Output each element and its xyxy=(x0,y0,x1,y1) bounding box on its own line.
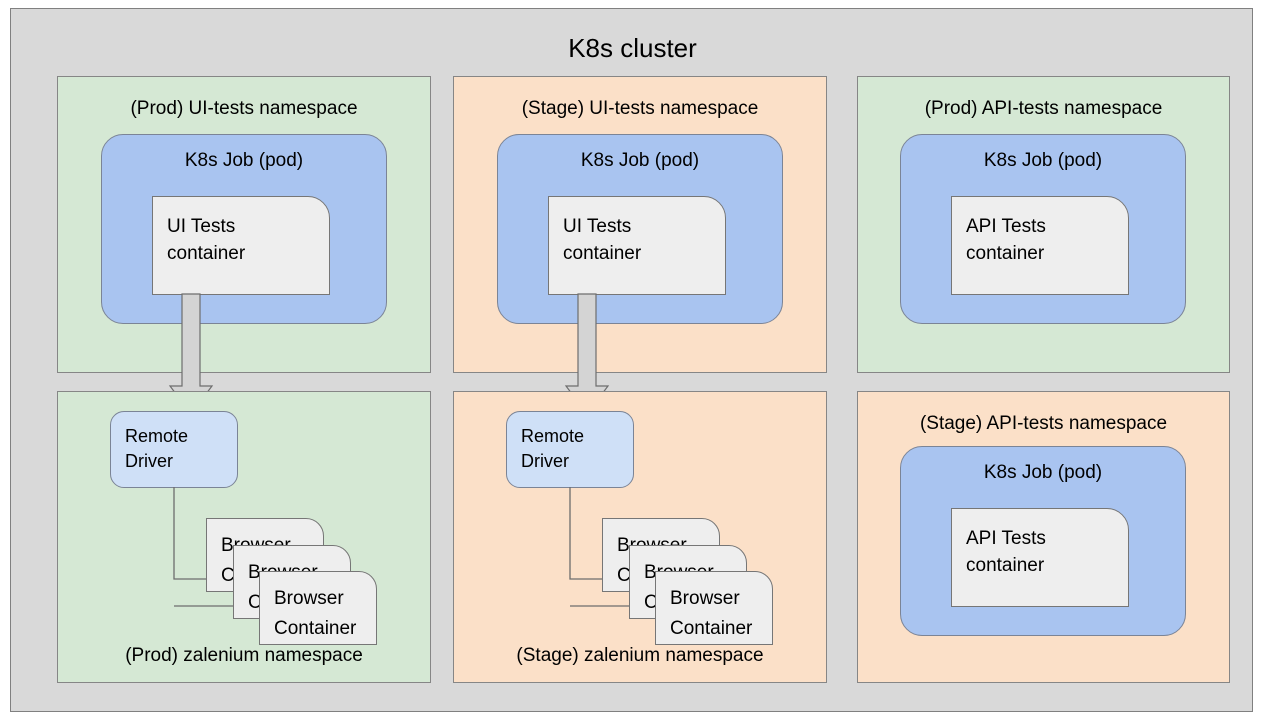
namespace-title: (Stage) UI-tests namespace xyxy=(521,98,759,119)
namespace-title: (Prod) API-tests namespace xyxy=(924,98,1163,119)
container-stage-ui-tests[interactable]: UI Tests container xyxy=(548,196,726,295)
remote-driver-stage[interactable]: Remote Driver xyxy=(506,411,634,488)
container-prod-ui-tests[interactable]: UI Tests container xyxy=(152,196,330,295)
container-prod-api-tests[interactable]: API Tests container xyxy=(951,196,1129,295)
pod-title: K8s Job (pod) xyxy=(983,462,1103,483)
browser-container-prod-3[interactable]: Browser Container xyxy=(259,571,377,645)
namespace-title: (Stage) API-tests namespace xyxy=(919,413,1168,434)
pod-title: K8s Job (pod) xyxy=(580,150,700,171)
pod-title: K8s Job (pod) xyxy=(983,150,1103,171)
browser-container-stage-3[interactable]: Browser Container xyxy=(655,571,773,645)
cluster-title: K8s cluster xyxy=(568,33,697,63)
namespace-title: (Prod) zalenium namespace xyxy=(125,645,363,666)
remote-driver-prod[interactable]: Remote Driver xyxy=(110,411,238,488)
container-stage-api-tests[interactable]: API Tests container xyxy=(951,508,1129,607)
namespace-title: (Prod) UI-tests namespace xyxy=(130,98,358,119)
namespace-title: (Stage) zalenium namespace xyxy=(516,645,764,666)
pod-title: K8s Job (pod) xyxy=(184,150,304,171)
